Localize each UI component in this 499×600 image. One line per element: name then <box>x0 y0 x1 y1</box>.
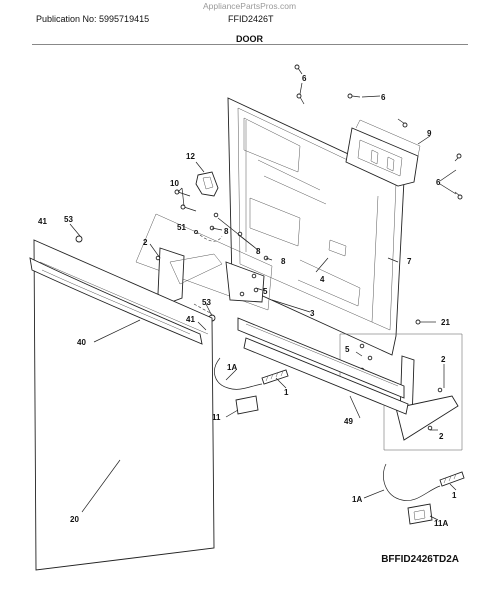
callout-4: 4 <box>320 275 325 284</box>
callout-40: 40 <box>77 338 86 347</box>
callout-2: 2 <box>143 238 148 247</box>
model-number: FFID2426T <box>228 14 274 24</box>
callout-12: 12 <box>186 152 195 161</box>
callout-1: 1 <box>452 491 457 500</box>
callout-8: 8 <box>281 257 286 266</box>
screws-6 <box>294 64 463 200</box>
callout-2: 2 <box>439 432 444 441</box>
diagram-reference-code: BFFID2426TD2A <box>381 554 459 565</box>
outer-door-panel <box>29 239 215 571</box>
bottom-channel <box>237 317 409 415</box>
callout-6: 6 <box>302 74 307 83</box>
callout-9: 9 <box>427 129 432 138</box>
callout-41: 41 <box>38 217 47 226</box>
callout-6: 6 <box>381 93 386 102</box>
callout-labels: 6 6 9 6 12 10 41 53 2 51 8 8 8 7 4 5 3 5… <box>38 74 457 528</box>
screws-10 <box>174 189 197 212</box>
header-divider <box>32 44 468 45</box>
callout-53: 53 <box>202 298 211 307</box>
callout-7: 7 <box>407 257 412 266</box>
callout-20: 20 <box>70 515 79 524</box>
leader-lines <box>69 82 457 521</box>
latch <box>195 171 219 197</box>
watermark: AppliancePartsPros.com <box>202 1 297 11</box>
callout-10: 10 <box>170 179 179 188</box>
callout-1a: 1A <box>227 363 237 372</box>
cable-assembly-upper <box>214 357 289 415</box>
cable-assembly-lower <box>383 463 465 525</box>
callout-41: 41 <box>186 315 195 324</box>
callout-21: 21 <box>441 318 450 327</box>
callout-8: 8 <box>256 247 261 256</box>
callout-51: 51 <box>177 223 186 232</box>
callout-49: 49 <box>344 417 353 426</box>
callout-53: 53 <box>64 215 73 224</box>
callout-6: 6 <box>436 178 441 187</box>
callout-8: 8 <box>224 227 229 236</box>
dispenser <box>345 119 421 187</box>
callout-3: 3 <box>310 309 315 318</box>
washer-53-top <box>75 235 83 243</box>
callout-1a: 1A <box>352 495 362 504</box>
callout-2: 2 <box>441 355 446 364</box>
callout-1: 1 <box>284 388 289 397</box>
callout-11: 11 <box>212 413 221 422</box>
inner-door-panel <box>227 97 405 356</box>
section-title: DOOR <box>236 34 263 44</box>
callout-5: 5 <box>263 287 268 296</box>
callout-11a: 11A <box>434 519 448 528</box>
publication-number: Publication No: 5995719415 <box>36 14 150 24</box>
callout-5: 5 <box>345 345 350 354</box>
